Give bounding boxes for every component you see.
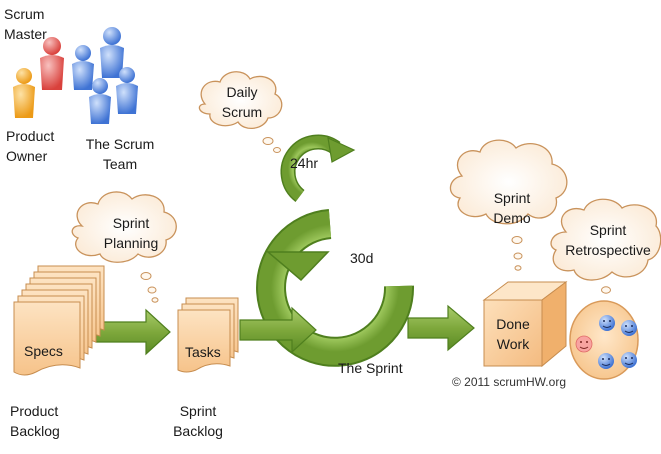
sprint-retrospective-bubble: [550, 198, 661, 294]
done-work-label-line: Done: [496, 316, 530, 332]
product-backlog-label-line: Product: [10, 403, 59, 419]
sprint-retrospective-label: Sprint Retrospective: [556, 220, 660, 260]
daily-scrum-label-line: Scrum: [221, 104, 263, 120]
the-sprint-label: The Sprint: [338, 360, 403, 376]
sprint-planning-label-line: Planning: [103, 235, 159, 251]
product-owner-label: Product Owner: [6, 126, 54, 166]
daily-scrum-label: Daily Scrum: [210, 82, 274, 122]
sprint-backlog-label: Sprint Backlog: [166, 401, 230, 441]
daily-cycle-arrow: [280, 134, 356, 202]
sprint-demo-label: Sprint Demo: [470, 188, 554, 228]
smiley-face-icon: [598, 353, 614, 369]
scrum-master-label-line: Master: [4, 26, 47, 42]
sprint-backlog-stack: [177, 297, 239, 373]
product-owner-person-icon: [13, 68, 35, 118]
done-work-label: Done Work: [484, 314, 542, 354]
sprint-retrospective-label-line: Sprint: [589, 222, 627, 238]
smiley-face-icon: [575, 335, 593, 353]
scrum-team-label: The Scrum Team: [78, 134, 162, 174]
scrum-master-label-line: Scrum: [4, 6, 45, 22]
sprint-demo-label-line: Demo: [493, 210, 531, 226]
sprint-backlog-label-line: Backlog: [173, 423, 223, 439]
flow-arrow: [407, 304, 475, 352]
scrum-master-label: Scrum Master: [4, 4, 47, 44]
retrospective-team-circle: [569, 300, 639, 380]
scrum-master-person-icon: [40, 37, 64, 90]
tasks-label: Tasks: [185, 344, 221, 360]
daily-scrum-label-line: Daily: [226, 84, 258, 100]
flow-arrow: [95, 308, 171, 356]
team-member-icon: [89, 78, 111, 124]
smiley-face-icon: [621, 320, 637, 336]
sprint-planning-label-line: Sprint: [112, 215, 150, 231]
done-work-label-line: Work: [496, 336, 530, 352]
scrum-team-label-line: The Scrum: [85, 136, 155, 152]
sprint-demo-bubble: [449, 139, 568, 271]
daily-scrum-bubble: [198, 71, 283, 153]
smiley-face-icon: [621, 352, 637, 368]
specs-label: Specs: [24, 343, 63, 359]
done-work-box: [482, 281, 568, 368]
sprint-planning-label: Sprint Planning: [88, 213, 174, 253]
sprint-retrospective-label-line: Retrospective: [565, 242, 651, 258]
product-backlog-label-line: Backlog: [10, 423, 60, 439]
smiley-face-icon: [599, 315, 615, 331]
team-member-icon: [100, 27, 124, 78]
product-backlog-stack: [13, 265, 105, 376]
flow-arrow: [239, 306, 317, 354]
product-backlog-label: Product Backlog: [10, 401, 60, 441]
scrum-team-label-line: Team: [102, 156, 138, 172]
product-owner-label-line: Owner: [6, 148, 48, 164]
sprint-planning-bubble: [71, 191, 177, 303]
sprint-duration-label: 30d: [350, 250, 374, 266]
scrum-team-people-icon: [13, 27, 138, 124]
product-owner-label-line: Product: [6, 128, 55, 144]
copyright-notice: © 2011 scrumHW.org: [452, 375, 566, 389]
team-member-icon: [116, 67, 138, 114]
team-member-icon: [72, 45, 94, 90]
sprint-backlog-label-line: Sprint: [179, 403, 217, 419]
daily-duration-label: 24hr: [290, 155, 319, 171]
sprint-demo-label-line: Sprint: [493, 190, 531, 206]
